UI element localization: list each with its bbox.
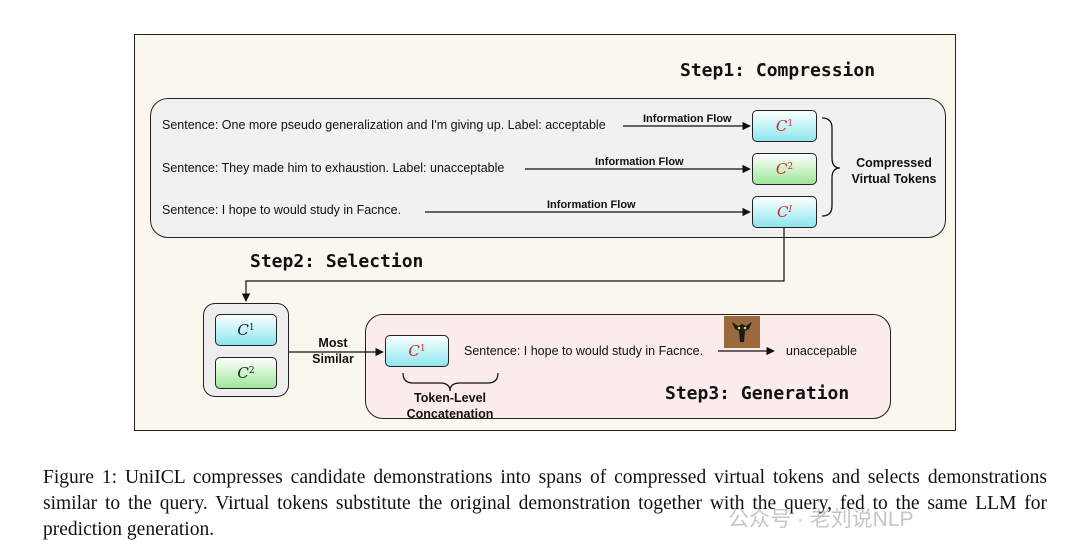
most-similar-label: Most Similar — [303, 335, 363, 367]
llm-logo-glyph — [732, 322, 752, 342]
information-flow-label-3: Information Flow — [547, 199, 636, 211]
compressed-label-line1: Compressed — [856, 156, 932, 170]
demo-sentence-2: Sentence: They made him to exhaustion. L… — [162, 161, 505, 175]
token-base: C — [775, 117, 788, 135]
token-sup: 1 — [419, 344, 426, 354]
generation-output: unaccepable — [786, 344, 857, 358]
query-sentence: Sentence: I hope to would study in Facnc… — [162, 203, 402, 217]
compressed-virtual-tokens-label: Compressed Virtual Tokens — [844, 155, 944, 187]
token-sup: 2 — [248, 366, 255, 376]
figure-caption: Figure 1: UniICL compresses candidate de… — [43, 467, 1047, 540]
information-flow-label-2: Information Flow — [595, 156, 684, 168]
token-sup: 1 — [787, 119, 794, 129]
step2-title: Step2: Selection — [250, 251, 424, 272]
token-level-concatenation-label: Token-Level Concatenation — [395, 390, 505, 422]
step3-title: Step3: Generation — [665, 383, 850, 404]
step1-title: Step1: Compression — [680, 60, 876, 81]
token-base: C — [237, 321, 249, 339]
compressed-label-line2: Virtual Tokens — [851, 172, 937, 186]
watermark: 公众号 · 老刘说NLP — [728, 508, 914, 531]
token-sup: 2 — [787, 162, 794, 172]
token-sup: I — [788, 205, 793, 215]
generation-query-sentence: Sentence: I hope to would study in Facnc… — [464, 344, 704, 358]
information-flow-label-1: Information Flow — [643, 113, 732, 125]
concat-line1: Token-Level — [413, 391, 486, 405]
token-base: C — [776, 203, 789, 221]
concat-line2: Concatenation — [406, 407, 494, 421]
demo-sentence-1: Sentence: One more pseudo generalization… — [162, 118, 606, 132]
token-base: C — [408, 342, 420, 360]
most-similar-line2: Similar — [312, 352, 354, 366]
generation-panel — [365, 314, 891, 419]
token-base: C — [237, 364, 249, 382]
llm-logo-icon — [724, 316, 760, 348]
token-sup: 1 — [248, 323, 255, 333]
token-base: C — [775, 160, 788, 178]
most-similar-line1: Most — [318, 336, 348, 350]
